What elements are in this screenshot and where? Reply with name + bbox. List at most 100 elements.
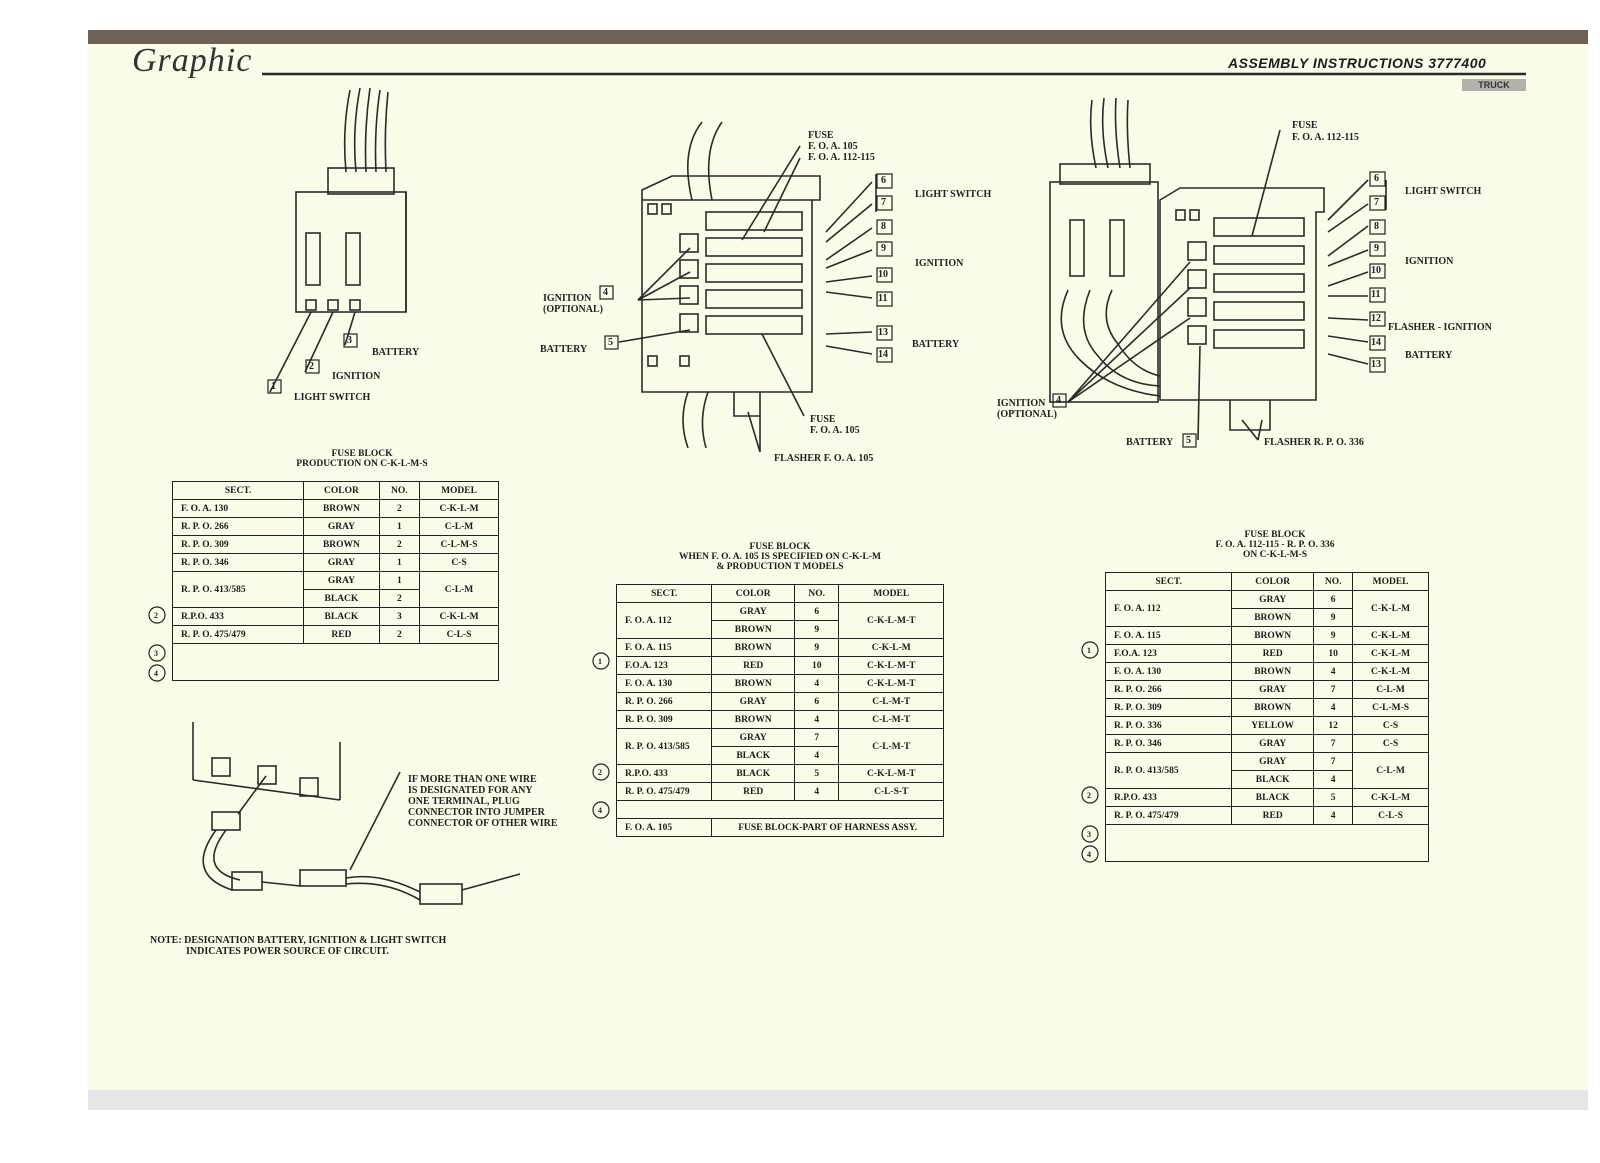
col-header: NO. — [1313, 572, 1354, 591]
cell-no: 4 — [794, 674, 840, 693]
cell-no: 7 — [794, 728, 840, 747]
cell-model: C-K-L-M — [1352, 788, 1429, 807]
cell-color: GRAY — [1231, 590, 1315, 609]
label-foa: F. O. A. 105 — [810, 425, 860, 436]
table-row: R. P. O. 309 BROWN 4 C-L-M-T — [615, 710, 944, 729]
table2-caption: FUSE BLOCK WHEN F. O. A. 105 IS SPECIFIE… — [630, 542, 930, 572]
cell-no: 7 — [1313, 680, 1354, 699]
jumper-note: IF MORE THAN ONE WIRE IS DESIGNATED FOR … — [408, 774, 558, 829]
table-row: R. P. O. 475/479 RED 4 C-L-S — [1104, 806, 1429, 825]
label-battery: BATTERY — [1126, 437, 1174, 448]
col-header: MODEL — [838, 584, 944, 603]
label-light-switch: LIGHT SWITCH — [294, 392, 371, 403]
table-row: R. P. O. 413/585 GRAY 1 C-L-M — [171, 571, 499, 608]
note-line: INDICATES POWER SOURCE OF CIRCUIT. — [186, 946, 389, 957]
cell-color: BROWN — [1231, 608, 1315, 627]
cell-no: 4 — [1313, 698, 1354, 717]
cell-sect: R. P. O. 309 — [615, 710, 713, 729]
label-battery: BATTERY — [540, 344, 588, 355]
cell-no: 7 — [1313, 752, 1354, 771]
cell-model: C-L-M — [419, 517, 499, 536]
cell-no: 4 — [794, 782, 840, 801]
cell-model: C-L-S-T — [838, 782, 944, 801]
cell-no: 1 — [378, 517, 421, 536]
cell-no: 4 — [1313, 662, 1354, 681]
table-header-row: SECT. COLOR NO. MODEL — [171, 481, 499, 500]
cell-sect: F. O. A. 130 — [171, 499, 305, 518]
callout-number: 10 — [878, 269, 888, 280]
marker-number: 4 — [1087, 850, 1091, 859]
table-row: R. P. O. 309 BROWN 4 C-L-M-S — [1104, 698, 1429, 717]
label-foa: F. O. A. 112-115 — [808, 152, 875, 163]
cell-color: RED — [303, 625, 380, 644]
jumper-note-line: CONNECTOR INTO JUMPER — [408, 807, 545, 818]
cell-no: 12 — [1313, 716, 1354, 735]
callout-number: 9 — [881, 243, 886, 254]
cell-color: BROWN — [711, 620, 796, 639]
table-row: R. P. O. 266 GRAY 7 C-L-M — [1104, 680, 1429, 699]
cell-color: BLACK — [303, 607, 380, 626]
callout-number: 6 — [1374, 173, 1379, 184]
col-header: COLOR — [1231, 572, 1315, 591]
table3-caption: FUSE BLOCK F. O. A. 112-115 - R. P. O. 3… — [1160, 530, 1390, 560]
table-row: R.P.O. 433 BLACK 5 C-K-L-M — [1104, 788, 1429, 807]
cell-color: RED — [1231, 806, 1315, 825]
cell-empty — [1105, 824, 1429, 862]
table-row: F. O. A. 115 BROWN 9 C-K-L-M — [1104, 626, 1429, 645]
cell-color: BROWN — [1231, 698, 1315, 717]
cell-no: 10 — [1313, 644, 1354, 663]
table-row-empty — [1105, 824, 1429, 862]
callout-number: 4 — [603, 287, 608, 298]
col-header: COLOR — [303, 481, 380, 500]
callout-number: 9 — [1374, 243, 1379, 254]
callout-number: 11 — [878, 293, 888, 304]
table2-caption-line: FUSE BLOCK — [749, 542, 811, 552]
callout-number: 2 — [309, 361, 314, 372]
cell-color: BLACK — [1231, 770, 1315, 789]
label-optional: (OPTIONAL) — [543, 304, 603, 315]
cell-sect: R. P. O. 475/479 — [1104, 806, 1233, 825]
marker-number: 3 — [154, 649, 158, 658]
center-fuseblock-drawing — [618, 121, 877, 453]
callout-number: 7 — [881, 197, 886, 208]
truck-tag: TRUCK — [1462, 79, 1526, 91]
table-row: R. P. O. 266 GRAY 6 C-L-M-T — [615, 692, 944, 711]
cell-no: 7 — [1313, 734, 1354, 753]
cell-model: C-K-L-M — [1352, 644, 1429, 663]
cell-no: 4 — [1313, 806, 1354, 825]
cell-color: BROWN — [303, 535, 380, 554]
table-row: F. O. A. 105 FUSE BLOCK-PART OF HARNESS … — [615, 818, 944, 837]
cell-color: GRAY — [303, 517, 380, 536]
table-row: R. P. O. 266 GRAY 1 C-L-M — [171, 517, 499, 536]
table-row: R. P. O. 475/479 RED 4 C-L-S-T — [615, 782, 944, 801]
cell-sect: F.O.A. 123 — [615, 656, 713, 675]
cell-model: C-L-S — [1352, 806, 1429, 825]
cell-no: 10 — [794, 656, 840, 675]
cell-sect: R. P. O. 475/479 — [171, 625, 305, 644]
callout-number: 3 — [347, 335, 352, 346]
fuse-table-2: SECT. COLOR NO. MODEL F. O. A. 112 GRAY … — [615, 584, 944, 837]
cell-color: RED — [711, 782, 796, 801]
cell-no: 5 — [794, 764, 840, 783]
marker-number: 4 — [598, 806, 602, 815]
cell-model: C-K-L-M — [1352, 662, 1429, 681]
cell-model: C-L-M — [1352, 752, 1429, 789]
label-fuse: FUSE — [808, 130, 834, 141]
cell-model: C-L-M-T — [838, 692, 944, 711]
jumper-note-line: CONNECTOR OF OTHER WIRE — [408, 818, 558, 829]
table-row: R. P. O. 346 GRAY 7 C-S — [1104, 734, 1429, 753]
table2-caption-line: & PRODUCTION T MODELS — [716, 562, 844, 572]
table1-caption: FUSE BLOCK PRODUCTION ON C-K-L-M-S — [262, 449, 462, 469]
cell-color: GRAY — [1231, 752, 1315, 771]
cell-color: YELLOW — [1231, 716, 1315, 735]
label-flasher: FLASHER F. O. A. 105 — [774, 453, 874, 464]
col-header: NO. — [378, 481, 421, 500]
cell-sect: F. O. A. 112 — [615, 602, 713, 639]
cell-no: 4 — [794, 710, 840, 729]
cell-no: 2 — [378, 535, 421, 554]
designation-note: NOTE: DESIGNATION BATTERY, IGNITION & LI… — [150, 935, 446, 957]
marker-number: 4 — [154, 669, 158, 678]
label-ignition-optional: IGNITION — [997, 398, 1046, 409]
label-ignition-optional: IGNITION — [543, 293, 592, 304]
